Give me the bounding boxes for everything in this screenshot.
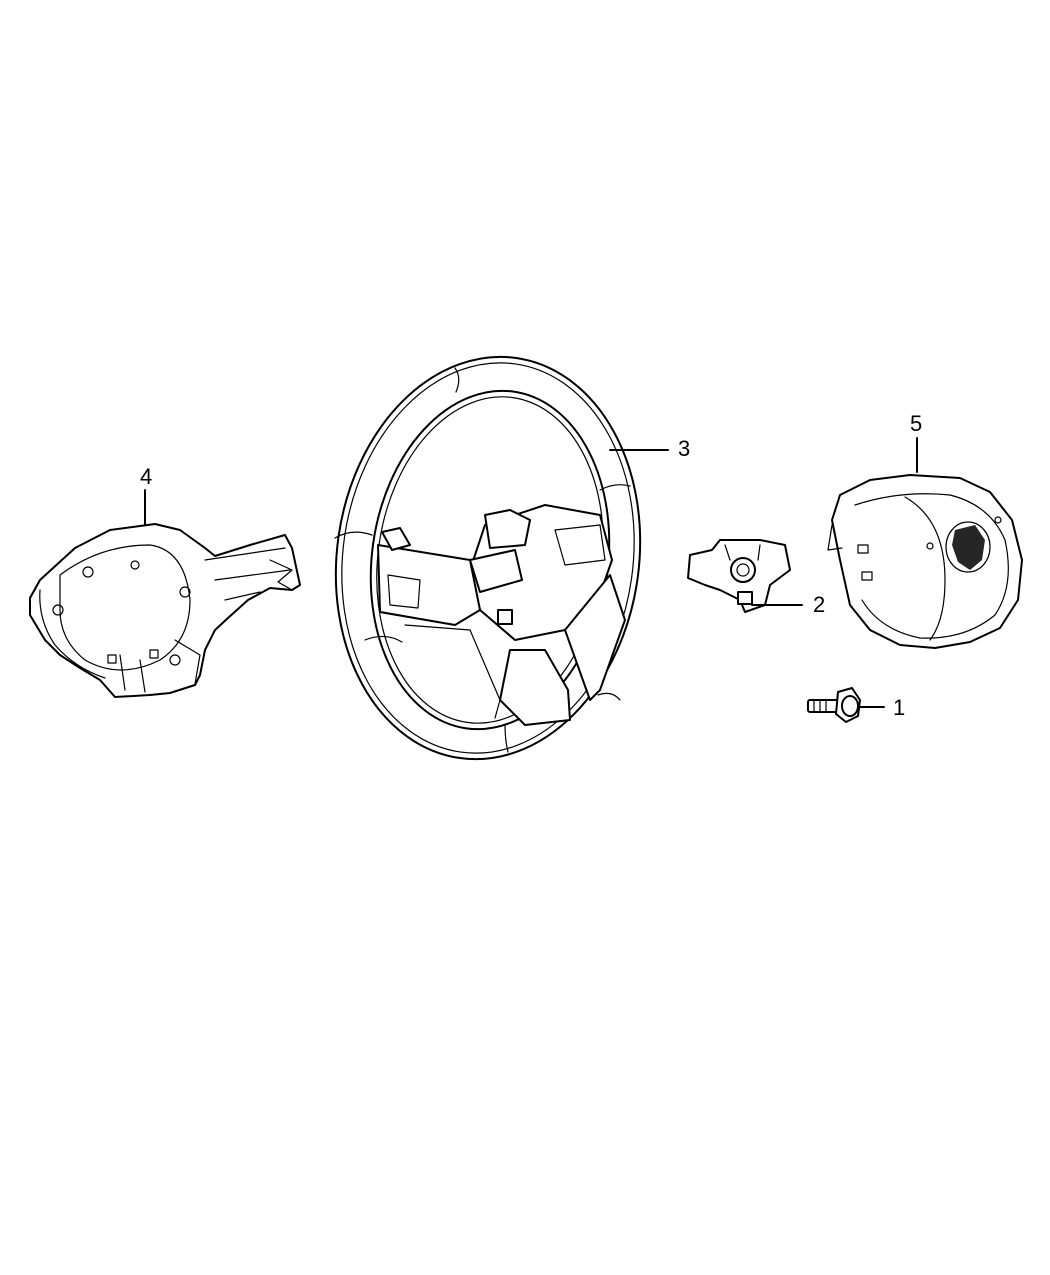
part-5-airbag-module — [827, 437, 1023, 649]
part-1-bolt — [807, 687, 885, 723]
part-3-steering-wheel — [334, 355, 669, 761]
callout-2: 2 — [813, 592, 826, 617]
callout-1: 1 — [893, 695, 906, 720]
part-4-column-shroud — [29, 489, 301, 698]
callout-4: 4 — [140, 464, 153, 489]
part-2-clockspring — [687, 539, 803, 613]
callout-5: 5 — [910, 411, 923, 436]
callout-3: 3 — [678, 436, 691, 461]
